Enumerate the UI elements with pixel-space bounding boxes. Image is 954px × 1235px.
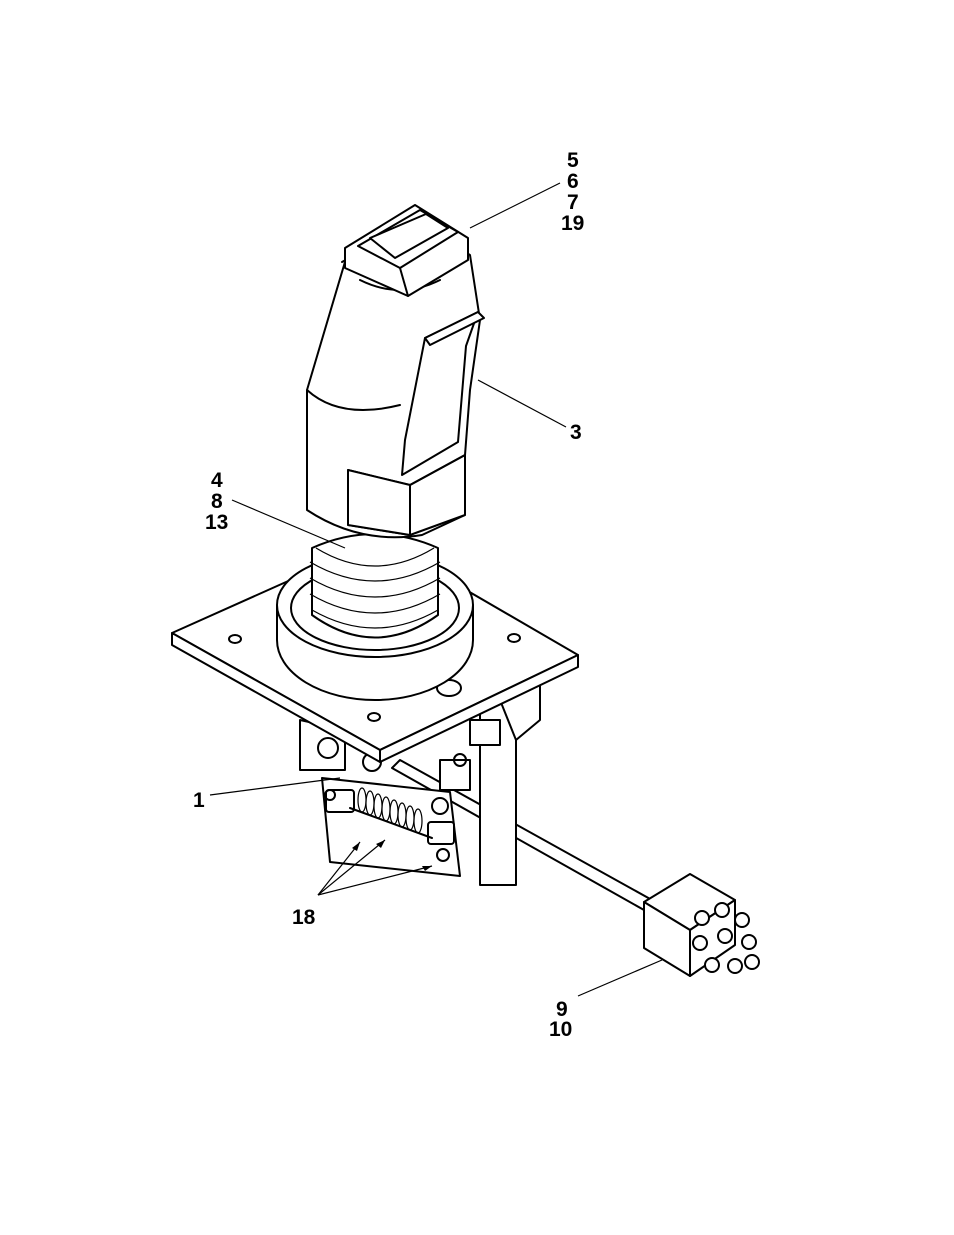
leader-5-6-7-19	[470, 183, 560, 228]
leader-3	[478, 380, 566, 427]
callout-19: 19	[561, 212, 584, 235]
callout-18: 18	[292, 906, 316, 929]
callout-7: 7	[567, 191, 579, 214]
leader-9-10	[578, 960, 662, 996]
callout-13: 13	[205, 511, 228, 534]
callout-10: 10	[549, 1018, 572, 1041]
callout-6: 6	[567, 170, 579, 193]
leader-1	[210, 778, 340, 795]
callout-5: 5	[567, 149, 579, 172]
bellows-boot	[310, 534, 440, 638]
callout-1: 1	[193, 789, 205, 812]
callout-4: 4	[211, 469, 223, 492]
callout-3: 3	[570, 421, 582, 444]
callout-8: 8	[211, 490, 223, 513]
spring-assembly	[322, 778, 460, 876]
